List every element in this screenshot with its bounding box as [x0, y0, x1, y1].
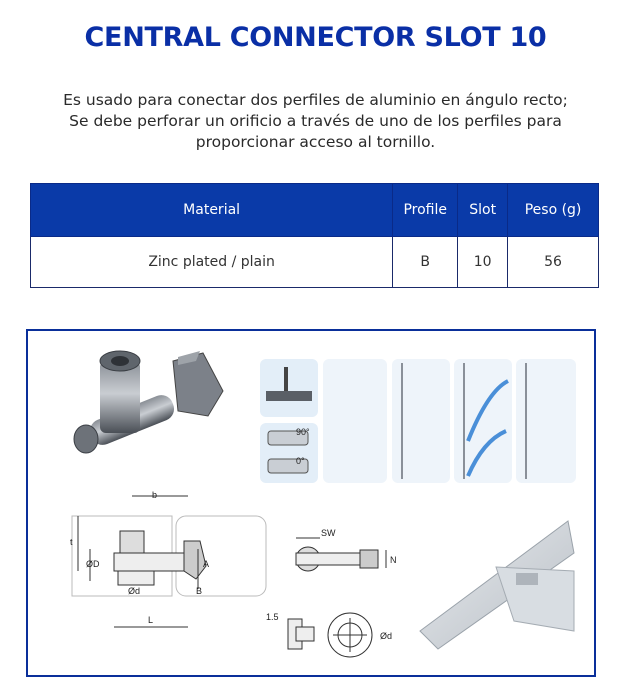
table-header-row: Material Profile Slot Peso (g)	[29, 183, 599, 237]
description-line-3: proporcionar acceso al tornillo.	[195, 133, 436, 151]
header-profile: Profile	[392, 183, 459, 237]
cell-weight: 56	[507, 236, 599, 288]
cell-slot: 10	[457, 236, 509, 288]
figure-canvas: 90° 0° b t ØD A Ød B L	[70, 350, 576, 658]
angle-label-90: 90°	[296, 427, 310, 437]
product-figure: 90° 0° b t ØD A Ød B L	[26, 329, 596, 677]
header-material: Material	[29, 183, 394, 237]
spec-table: Material Profile Slot Peso (g) Zinc plat…	[29, 183, 599, 288]
dim-d: Ød	[128, 586, 140, 596]
dim-D: ØD	[86, 559, 100, 569]
cell-profile: B	[392, 236, 459, 288]
dim-t: t	[70, 537, 73, 547]
description-line-1: Es usado para conectar dos perfiles de a…	[63, 91, 568, 109]
dim-thickness: 1.5	[266, 612, 279, 622]
connector-render	[73, 350, 224, 454]
header-slot: Slot	[457, 183, 509, 237]
angle-label-0: 0°	[296, 456, 305, 466]
dim-B: B	[196, 586, 202, 596]
profile-render	[419, 520, 575, 650]
dim-L: L	[148, 615, 153, 625]
dim-pd: Ød	[380, 631, 392, 641]
assembly-steps: 90° 0°	[260, 359, 576, 483]
cell-material: Zinc plated / plain	[29, 236, 394, 288]
dim-b: b	[152, 490, 157, 500]
dim-n: N	[390, 555, 397, 565]
page-title: CENTRAL CONNECTOR SLOT 10	[84, 22, 547, 53]
product-description: Es usado para conectar dos perfiles de a…	[20, 90, 611, 153]
dim-A: A	[203, 559, 209, 569]
header-weight: Peso (g)	[507, 183, 599, 237]
description-line-2: Se debe perforar un orificio a través de…	[69, 112, 562, 130]
table-row: Zinc plated / plain B 10 56	[29, 236, 599, 288]
top-view-drawing	[287, 537, 387, 658]
dimension-drawing	[71, 495, 267, 628]
dim-sw: SW	[321, 528, 336, 538]
